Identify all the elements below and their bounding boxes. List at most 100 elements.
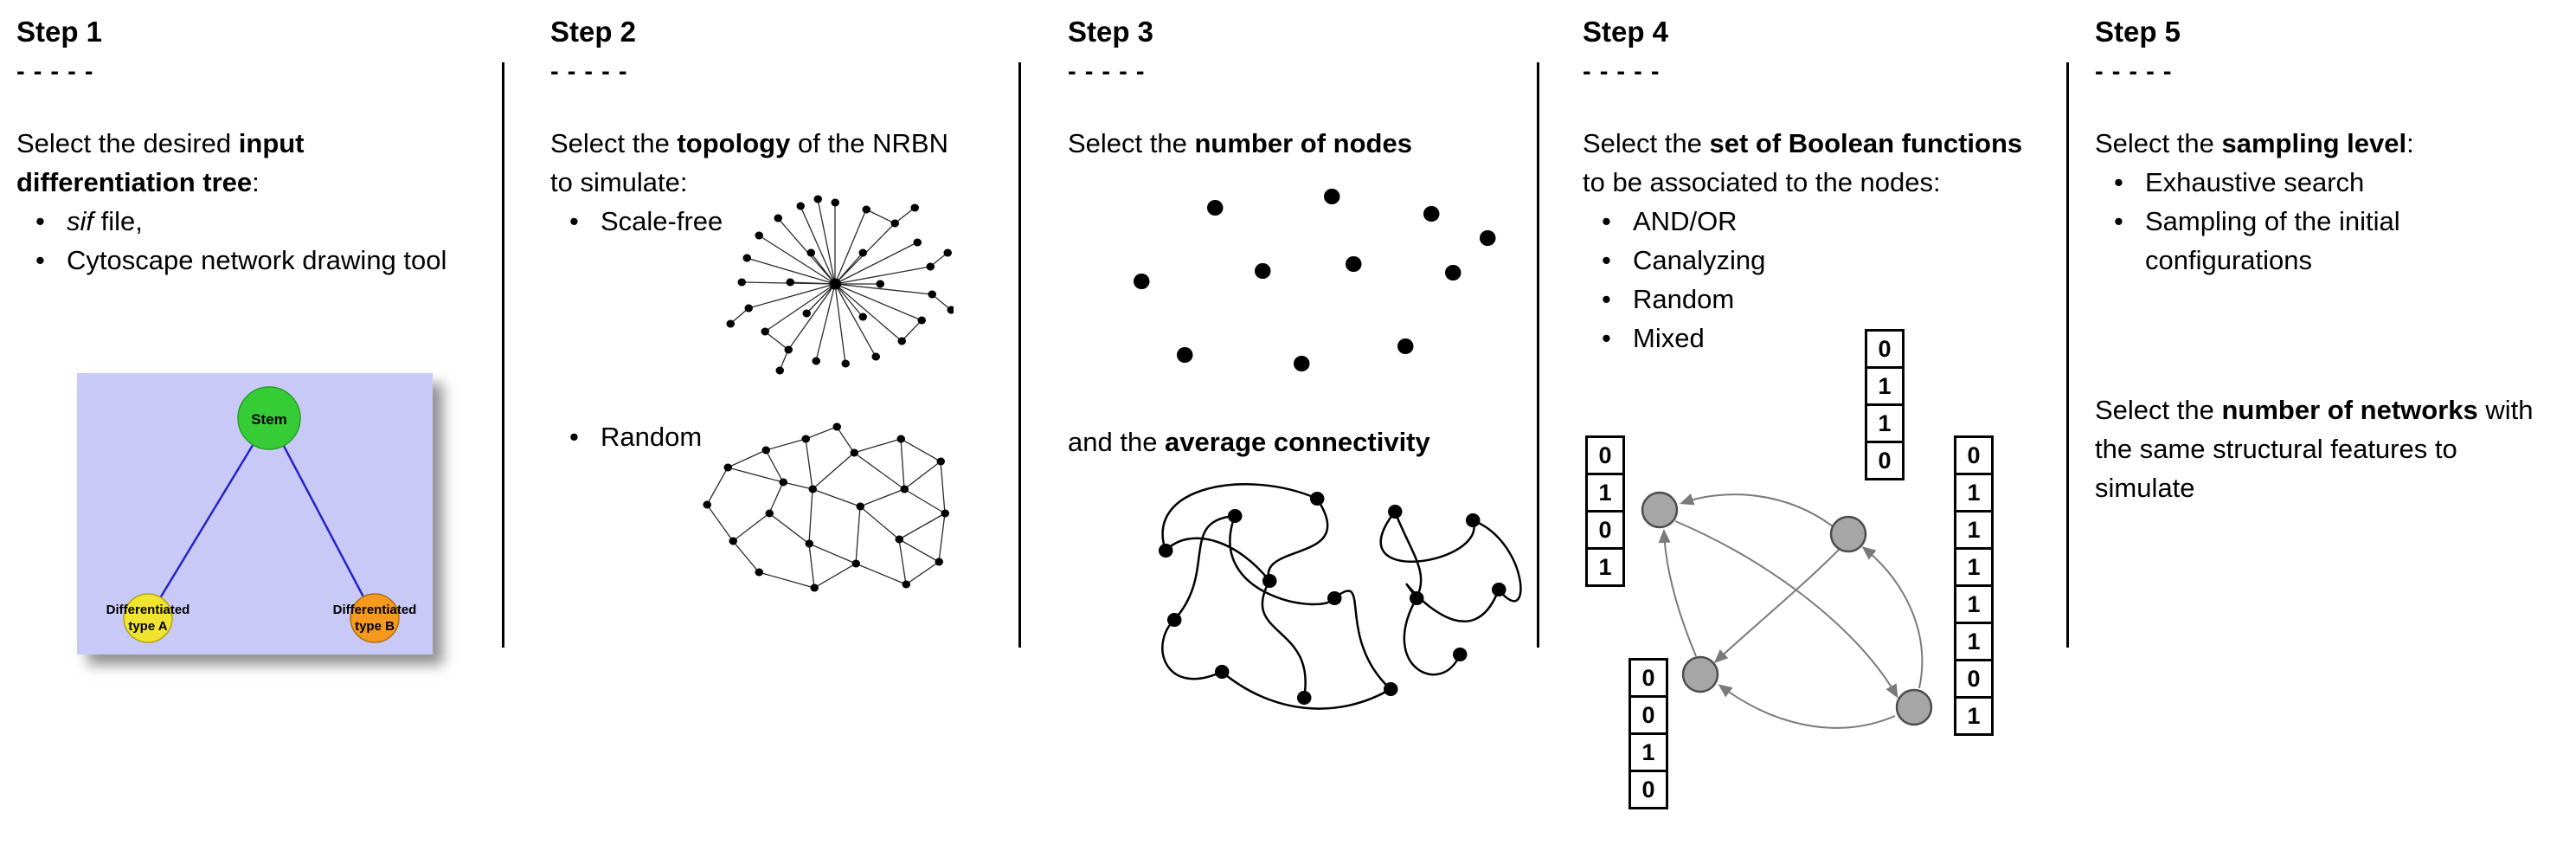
- step-2-bullet-list: Scale-free Random: [550, 203, 964, 457]
- boolean-cell: 0: [1628, 658, 1668, 698]
- intro-bold: topology: [677, 128, 791, 159]
- differentiation-tree-figure: Stem Differentiated type A Differentiate…: [77, 373, 433, 654]
- step-3-column: Step 3 - - - - - Select the number of no…: [1068, 16, 1552, 164]
- wire-n2-n1: [1680, 493, 1834, 527]
- bullet-text: Canalyzing: [1633, 245, 1766, 276]
- bullet-text: Mixed: [1633, 322, 1705, 353]
- step-5-intro: Select the sampling level:: [2095, 125, 2569, 164]
- boolean-cell: 0: [1585, 510, 1625, 550]
- bullet-text: AND/OR: [1633, 206, 1738, 237]
- tangle-edges: [1161, 483, 1522, 710]
- bullet-sampling-configurations: Sampling of the initial configurations: [2095, 203, 2569, 280]
- intro-text: :: [2406, 128, 2414, 159]
- boolean-table-right: 0 1 1 1 1 1 0 1: [1954, 435, 1994, 736]
- step-2-intro: Select the topology of the NRBN to simul…: [550, 125, 964, 203]
- intro-text: with the same structural features to sim…: [2095, 395, 2534, 503]
- step-2-column: Step 2 - - - - - Select the topology of …: [550, 16, 964, 457]
- network-node-3: [1681, 655, 1719, 693]
- bullet-random: Random: [550, 418, 964, 457]
- bullet-scale-free: Scale-free: [550, 203, 964, 242]
- step-5-networks-text: Select the number of networks with the s…: [2095, 391, 2541, 508]
- boolean-cell: 1: [1865, 403, 1905, 443]
- bullet-random-functions: Random: [1583, 280, 2037, 319]
- nodes-dots-graphic: [1134, 189, 1496, 371]
- intro-text: to be associated to the nodes:: [1583, 167, 1941, 198]
- wire-n3-n1: [1658, 529, 1697, 657]
- boolean-cell: 0: [1954, 659, 1994, 699]
- boolean-network-figure: 0 1 0 1 0 1 1 0 0 1 1 1 1 1 0 1 0 0 1 0: [1584, 329, 2068, 851]
- sif-italic: sif: [67, 206, 93, 237]
- bullet-text: file,: [93, 206, 143, 237]
- stem-node: [237, 386, 301, 450]
- step-1-intro: Select the desired input differentiation…: [16, 125, 488, 203]
- wire-n4-n3: [1718, 684, 1896, 729]
- network-node-2: [1829, 515, 1867, 553]
- step-1-column: Step 1 - - - - - Select the desired inpu…: [16, 16, 488, 280]
- type-b-node: [350, 593, 400, 643]
- step-2-title: Step 2: [550, 16, 637, 48]
- intro-text: :: [252, 167, 260, 198]
- step-5-column: Step 5 - - - - - Select the sampling lev…: [2095, 16, 2569, 280]
- step-4-dashes: - - - - -: [1583, 58, 1661, 87]
- boolean-table-top: 0 1 1 0: [1865, 329, 1905, 480]
- boolean-table-left: 0 1 0 1: [1585, 435, 1625, 587]
- boolean-cell: 1: [1954, 473, 1994, 513]
- connectivity-tangle-graphic: [1159, 483, 1522, 710]
- boolean-cell: 1: [1585, 547, 1625, 587]
- type-b-label-line2: type B: [355, 619, 395, 634]
- boolean-cell: 0: [1865, 441, 1905, 480]
- intro-text: Select the: [550, 128, 678, 159]
- type-a-node: [123, 593, 173, 643]
- step-1-dashes: - - - - -: [16, 58, 94, 87]
- scale-free-edges: [729, 198, 952, 371]
- step-2-dashes: - - - - -: [550, 58, 628, 87]
- scale-free-network-graphic: [726, 195, 954, 375]
- bullet-sif-file: sif file,: [16, 203, 488, 242]
- boolean-cell: 0: [1585, 435, 1625, 475]
- tree-edge-b: [267, 417, 376, 619]
- tree-edge-a: [146, 417, 271, 619]
- bullet-exhaustive-search: Exhaustive search: [2095, 164, 2569, 203]
- boolean-cell: 0: [1954, 435, 1994, 475]
- boolean-cell: 1: [1585, 473, 1625, 513]
- boolean-cell: 1: [1954, 510, 1994, 550]
- network-node-1: [1641, 491, 1679, 529]
- intro-text: of the NRBN to simulate:: [550, 128, 948, 198]
- node-dots: [1134, 189, 1496, 371]
- intro-text: Select the desired: [16, 128, 239, 159]
- intro-bold: sampling level: [2221, 128, 2407, 159]
- bullet-text: Exhaustive search: [2145, 167, 2365, 198]
- stem-label: Stem: [251, 411, 287, 428]
- column-divider: [1018, 62, 1021, 648]
- step-4-column: Step 4 - - - - - Select the set of Boole…: [1583, 16, 2037, 358]
- wire-n2-n3: [1713, 549, 1840, 664]
- step-3-connectivity-text: and the average connectivity: [1068, 423, 1587, 462]
- intro-text: Select the: [1583, 128, 1710, 159]
- boolean-cell: 1: [1954, 622, 1994, 661]
- step-3-intro: Select the number of nodes: [1068, 125, 1552, 164]
- scale-free-nodes: [726, 195, 954, 375]
- boolean-cell: 1: [1865, 366, 1905, 406]
- wire-n4-n2: [1861, 546, 1924, 689]
- boolean-cell: 0: [1865, 329, 1905, 369]
- bullet-cytoscape: Cytoscape network drawing tool: [16, 242, 488, 280]
- intro-text: Select the: [2095, 395, 2222, 425]
- step-1-title: Step 1: [16, 16, 103, 48]
- intro-text: and the: [1068, 427, 1166, 457]
- differentiation-tree-graphic: Stem Differentiated type A Differentiate…: [106, 386, 417, 643]
- boolean-cell: 1: [1954, 547, 1994, 587]
- intro-bold: number of networks: [2221, 395, 2478, 425]
- type-b-label-line1: Differentiated: [333, 603, 417, 617]
- bullet-and-or: AND/OR: [1583, 203, 2037, 242]
- boolean-cell: 1: [1628, 732, 1668, 772]
- type-a-label-line1: Differentiated: [106, 603, 190, 617]
- step-4-bullet-list: AND/OR Canalyzing Random Mixed: [1583, 203, 2037, 358]
- bullet-text: Scale-free: [601, 206, 723, 237]
- random-nodes: [703, 422, 949, 592]
- boolean-cell: 1: [1954, 584, 1994, 624]
- bullet-text: Cytoscape network drawing tool: [67, 245, 447, 276]
- boolean-network-graphic: [1641, 491, 1933, 729]
- bullet-canalyzing: Canalyzing: [1583, 242, 2037, 280]
- step-5-bullet-list: Exhaustive search Sampling of the initia…: [2095, 164, 2569, 280]
